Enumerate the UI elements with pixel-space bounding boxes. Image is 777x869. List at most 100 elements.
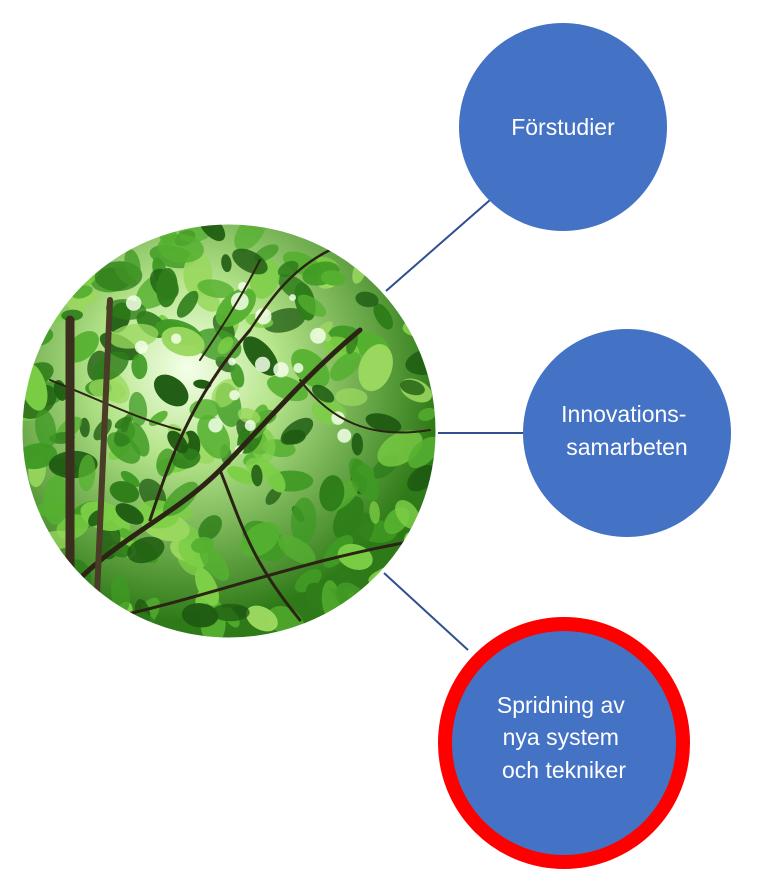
leaf [62,585,90,616]
leaf [263,465,286,493]
node-spridning-label-line1: Spridning av [497,692,625,718]
leaf [33,585,58,635]
leaf [365,413,402,433]
leaf [291,348,330,389]
leaf [211,378,240,408]
leaf [54,273,73,287]
leaf [418,590,435,611]
leaf [191,536,214,554]
leaf [280,417,314,445]
leaf [56,248,76,274]
sky-gap [208,418,223,433]
connector-forstudier [385,199,491,292]
leaf [267,375,308,402]
leaf [25,580,43,596]
leaf [22,292,40,325]
leaf [369,501,380,524]
leaf [221,254,232,273]
leaf [22,233,65,271]
leaf [120,470,140,488]
leaf [393,608,411,627]
node-forstudier: Förstudier [459,23,667,231]
leaf [89,230,99,251]
leaf [263,307,306,333]
connector-spridning [383,572,469,651]
leaf [312,384,335,403]
sky-gap [126,295,142,311]
node-spridning-label-line2: nya system [503,724,619,750]
leaf [373,303,393,330]
leaf [375,613,396,631]
leaf [161,326,205,357]
leaf [354,618,379,631]
leaf [290,497,317,545]
leaf [109,481,140,503]
leaf [397,279,425,294]
leaf [49,592,67,618]
leaf [277,535,316,565]
leaf [199,544,230,581]
sky-gap [289,294,296,301]
leaf [198,515,222,541]
leaf [330,351,361,381]
leaf [232,248,268,275]
leaf [131,353,148,380]
leaf [251,464,263,487]
leaf [335,388,368,407]
sky-gap [255,308,272,325]
leaf [217,336,234,355]
leaf [124,248,141,280]
leaf [401,224,428,236]
sky-gap [171,333,182,344]
node-spridning-label-line3: och tekniker [502,757,626,783]
leaf [43,475,70,525]
leaf [418,407,436,421]
leaf [351,432,364,456]
leaf [181,603,219,628]
leaf [358,344,393,392]
svg-text:Innovations- samarbeten: Innovations- samarbeten [561,401,693,460]
leaf [35,409,57,449]
leaf [227,466,256,485]
node-innovation: Innovations- samarbeten [523,329,731,537]
leaf [127,536,165,564]
leaf [153,374,189,407]
leaf [407,224,434,241]
leaf [24,602,44,635]
leaf [78,454,96,492]
leaf [198,224,226,242]
node-innovation-label-line1: Innovations- [561,401,686,427]
leaf [176,290,199,318]
leaf [408,436,436,469]
leaf [237,408,261,425]
sky-gap [273,362,289,378]
leaf [92,351,129,382]
svg-text:Förstudier: Förstudier [511,114,615,140]
sky-gap [134,340,148,354]
leaf [22,250,47,278]
leaf [277,260,299,278]
leaf [115,503,144,525]
branches [49,248,431,638]
sky-gap [255,356,271,372]
leaf [230,363,245,388]
leaf [114,416,132,429]
leaf [22,548,48,586]
sky-gap [293,363,304,373]
leaf [50,580,84,625]
sky-gap [337,428,352,443]
highlight-ring [438,617,690,869]
node-spridning: Spridning av nya system och tekniker [438,617,690,869]
sky-gap [228,357,236,366]
node-innovation-label-line2: samarbeten [566,434,687,460]
leaf [417,224,436,247]
connectors [383,199,524,651]
leaf [194,567,220,606]
leaf [77,595,95,611]
forest-canopy-photo [22,224,436,638]
sky-gap [229,390,240,401]
leaf [374,601,403,626]
leaf [395,499,421,530]
leaf [157,233,204,263]
